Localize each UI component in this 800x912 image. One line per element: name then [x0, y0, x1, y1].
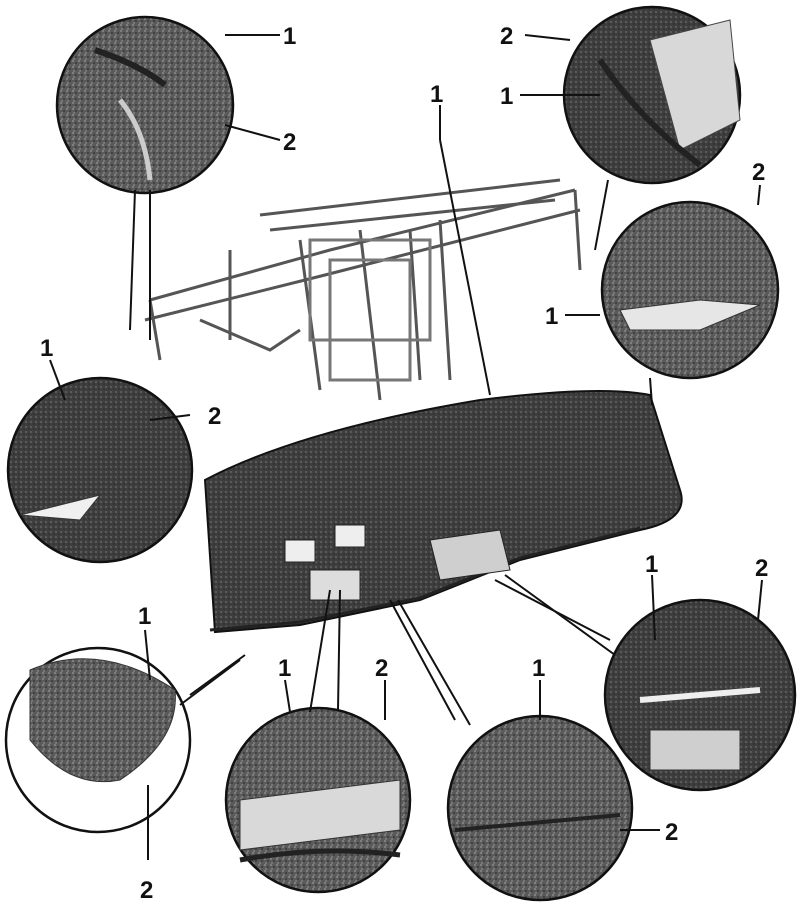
- center-stack-opening: [429, 529, 511, 581]
- callout-part-2: 2: [140, 877, 153, 904]
- callout-part-1: 1: [430, 81, 443, 108]
- callout-part-2: 2: [208, 403, 221, 430]
- callout-part-1: 1: [40, 335, 53, 362]
- detail-view-bottom-left: [4, 646, 192, 834]
- detail-view-bottom-right: [603, 598, 797, 792]
- callout-part-1: 1: [278, 655, 291, 682]
- callout-part-1: 1: [545, 303, 558, 330]
- callout-part-1: 1: [532, 655, 545, 682]
- callout-leaders: [49, 34, 763, 860]
- callout-part-1: 1: [645, 551, 658, 578]
- callout-part-1: 1: [283, 23, 296, 50]
- dashboard-panel: [203, 390, 683, 634]
- callout-part-2: 2: [752, 159, 765, 186]
- detail-view-top-left: [55, 15, 235, 195]
- callout-part-2: 2: [375, 655, 388, 682]
- detail-view-left-middle: [6, 376, 194, 564]
- detail-view-bottom-center-left: [224, 706, 412, 894]
- detail-view-bottom-center-right: [446, 714, 634, 902]
- dashboard-frame: [144, 178, 582, 401]
- callout-part-1: 1: [138, 603, 151, 630]
- callout-part-1: 1: [500, 83, 513, 110]
- callout-part-2: 2: [665, 819, 678, 846]
- detail-view-right-upper: [600, 200, 780, 380]
- vent-opening: [284, 539, 316, 563]
- connector-lines: [129, 139, 653, 726]
- console-opening: [309, 569, 361, 601]
- callout-labels: 1 2 2 1 1 2 1 1 2 1 2 1 2 1 2 1 2: [40, 23, 768, 904]
- callout-part-2: 2: [283, 129, 296, 156]
- vent-opening: [334, 524, 366, 548]
- detail-view-top-right: [562, 5, 742, 185]
- callout-part-2: 2: [755, 555, 768, 582]
- callout-part-2: 2: [500, 23, 513, 50]
